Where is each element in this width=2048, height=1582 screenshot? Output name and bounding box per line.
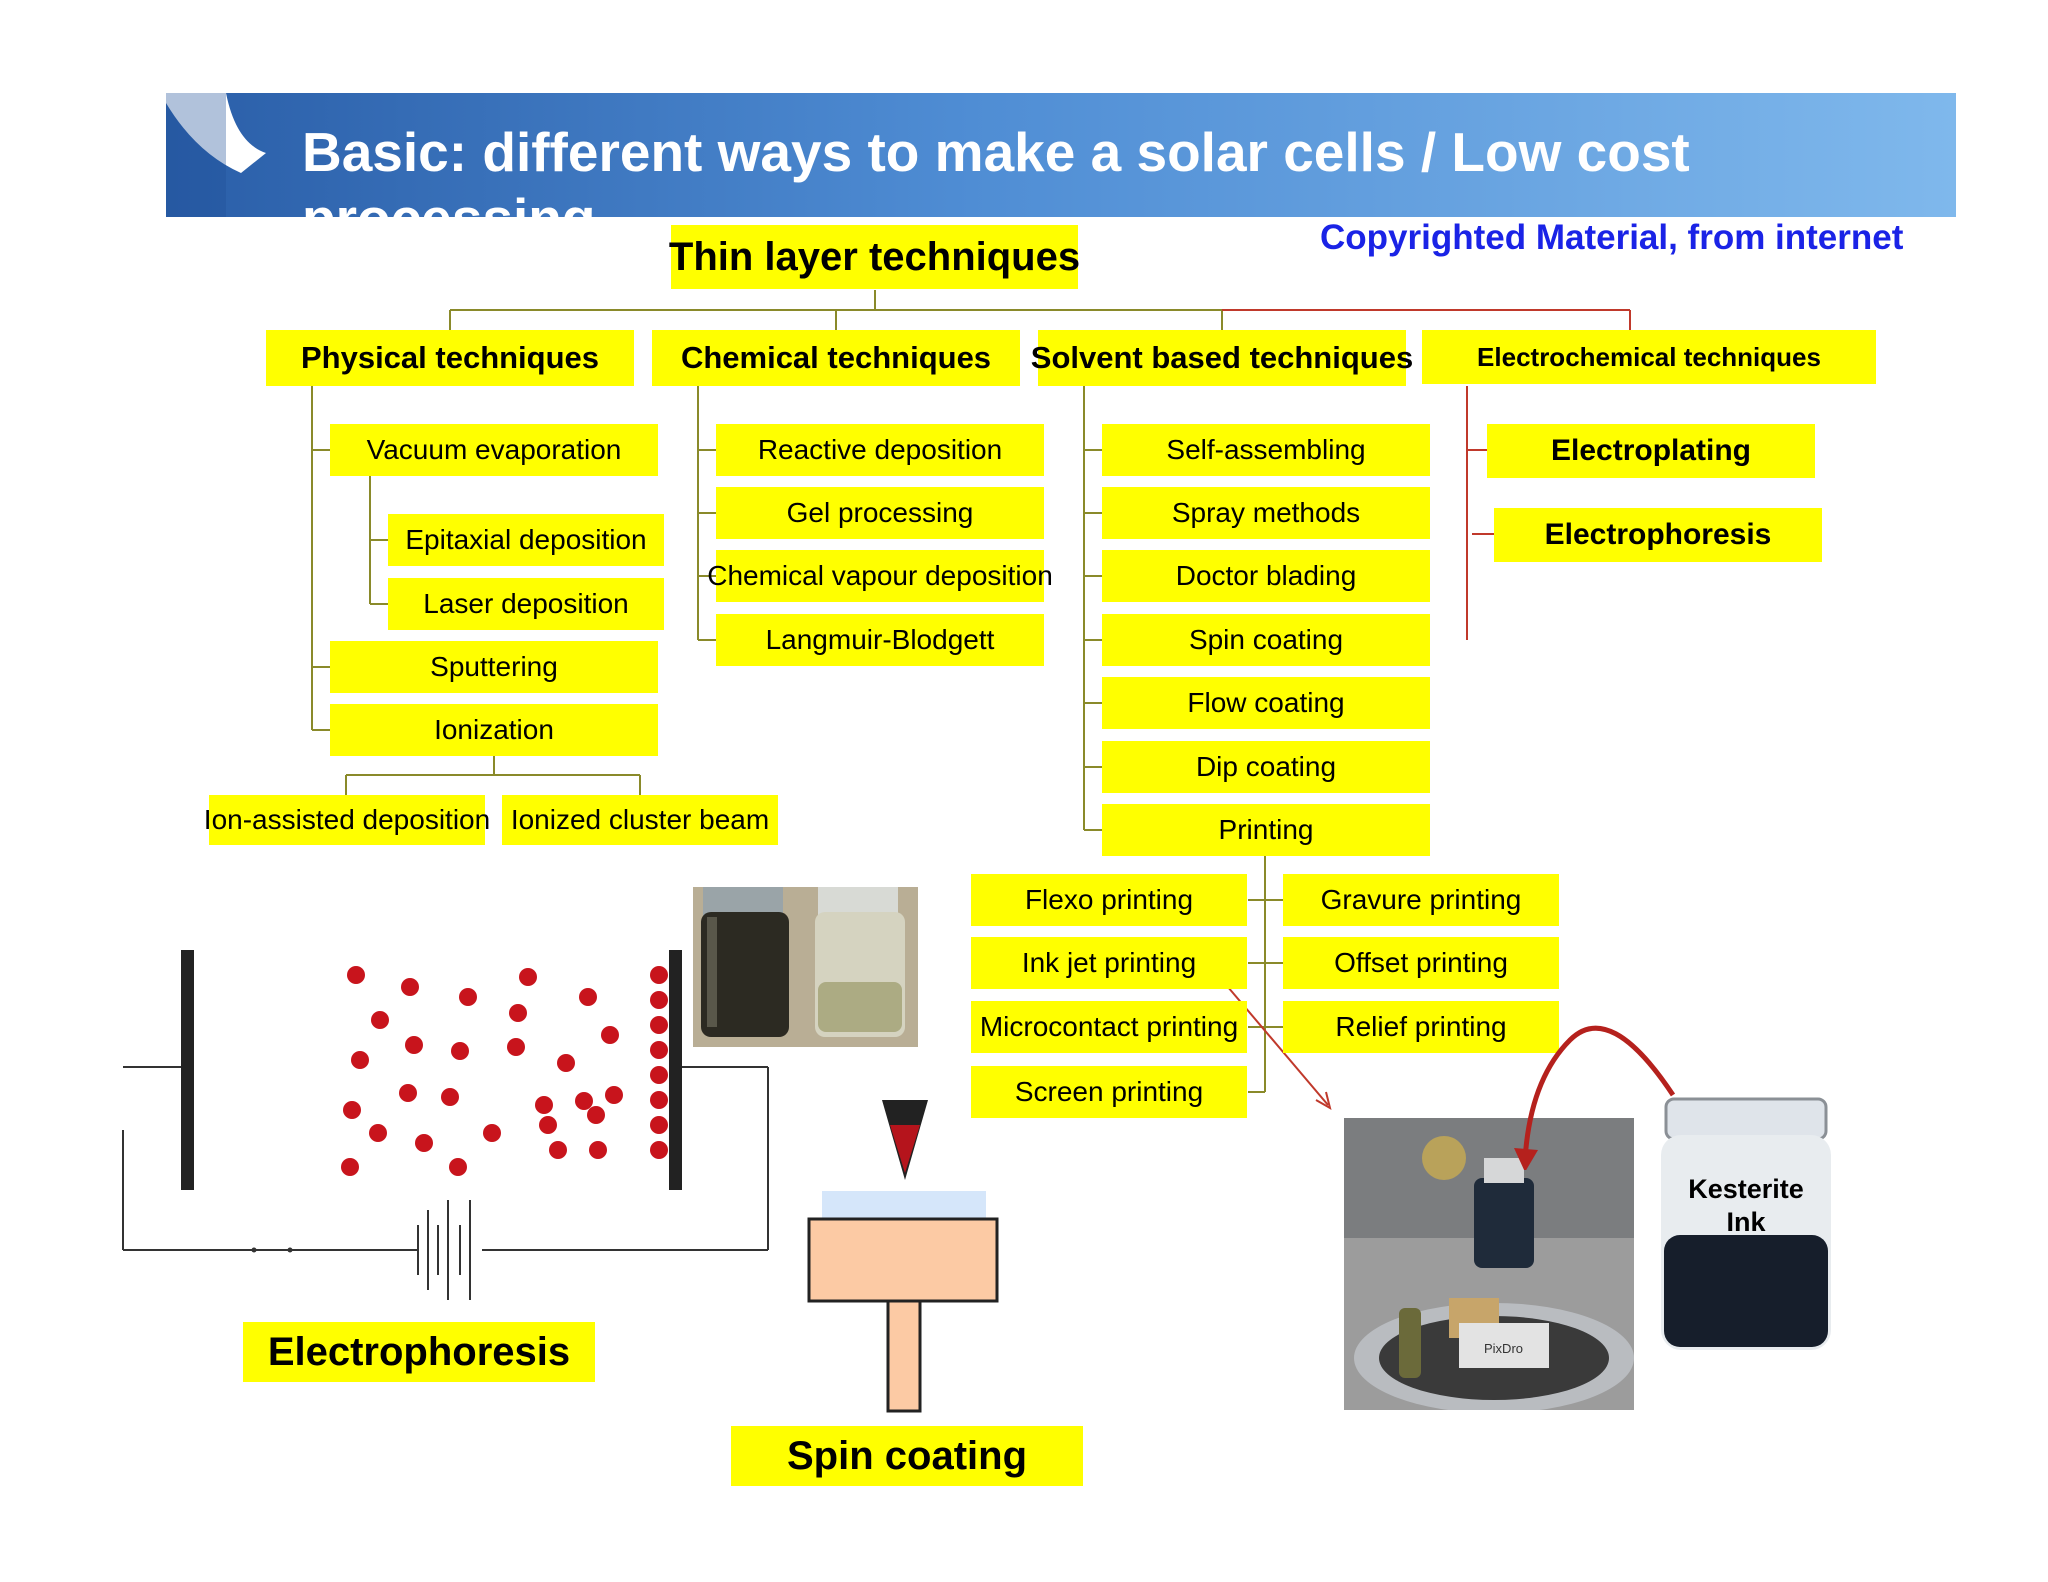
electrophoresis-diagram <box>122 950 769 1300</box>
page-title: Basic: different ways to make a solar ce… <box>302 121 1690 217</box>
solvent-spray-methods: Spray methods <box>1102 487 1430 539</box>
title-banner: Basic: different ways to make a solar ce… <box>166 93 1956 217</box>
printing-microcontact: Microcontact printing <box>971 1001 1247 1053</box>
solvent-dip-coating: Dip coating <box>1102 741 1430 793</box>
physical-epitaxial-deposition: Epitaxial deposition <box>388 514 664 566</box>
electrochemical-electroplating: Electroplating <box>1487 424 1815 478</box>
solvent-printing: Printing <box>1102 804 1430 856</box>
chemical-cvd: Chemical vapour deposition <box>707 550 1053 602</box>
printing-ink-jet: Ink jet printing <box>971 937 1247 989</box>
banner-swoosh-icon <box>166 93 266 217</box>
physical-vacuum-evaporation: Vacuum evaporation <box>330 424 658 476</box>
category-physical: Physical techniques <box>266 330 634 386</box>
vials-photo <box>693 887 918 1047</box>
spin-coating-label: Spin coating <box>731 1426 1083 1486</box>
copyright-note: Copyrighted Material, from internet <box>1320 218 1904 257</box>
chemical-langmuir-blodgett: Langmuir-Blodgett <box>716 614 1044 666</box>
electrochemical-electrophoresis: Electrophoresis <box>1494 508 1822 562</box>
printing-relief: Relief printing <box>1283 1001 1559 1053</box>
chemical-reactive-deposition: Reactive deposition <box>716 424 1044 476</box>
solvent-self-assembling: Self-assembling <box>1102 424 1430 476</box>
category-electrochemical: Electrochemical techniques <box>1422 330 1876 384</box>
printing-screen: Screen printing <box>971 1066 1247 1118</box>
solvent-flow-coating: Flow coating <box>1102 677 1430 729</box>
printer-brand-text: PixDro <box>1484 1341 1523 1356</box>
printing-flexo: Flexo printing <box>971 874 1247 926</box>
solvent-spin-coating: Spin coating <box>1102 614 1430 666</box>
particle-dots <box>341 966 668 1176</box>
physical-laser-deposition: Laser deposition <box>388 578 664 630</box>
ink-feed-arrow <box>1514 1025 1676 1170</box>
chemical-gel-processing: Gel processing <box>716 487 1044 539</box>
kesterite-ink-jar: Kesterite Ink <box>1656 1095 1836 1355</box>
category-solvent: Solvent based techniques <box>1031 330 1413 386</box>
physical-ionized-cluster-beam: Ionized cluster beam <box>502 795 778 845</box>
inkjet-printer-photo: PixDro <box>1344 1118 1634 1410</box>
solvent-doctor-blading: Doctor blading <box>1102 550 1430 602</box>
spin-coating-diagram <box>807 1100 999 1413</box>
physical-ionization: Ionization <box>330 704 658 756</box>
physical-ion-assisted-deposition: Ion-assisted deposition <box>204 795 490 845</box>
electrophoresis-label: Electrophoresis <box>243 1322 595 1382</box>
root-node: Thin layer techniques <box>669 225 1080 289</box>
ink-label: Kesterite Ink <box>1688 1174 1804 1237</box>
category-chemical: Chemical techniques <box>652 330 1020 386</box>
printing-gravure: Gravure printing <box>1283 874 1559 926</box>
physical-sputtering: Sputtering <box>330 641 658 693</box>
printing-offset: Offset printing <box>1283 937 1559 989</box>
